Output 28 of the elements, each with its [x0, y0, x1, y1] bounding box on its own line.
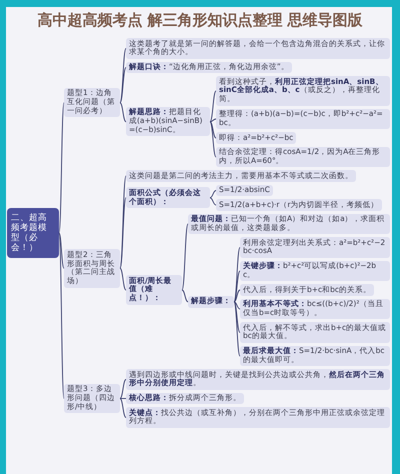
connector-line [234, 290, 240, 302]
connector-line [234, 301, 240, 333]
connector-line [210, 121, 216, 158]
connector-line [120, 268, 126, 290]
connector-line [234, 301, 240, 310]
central-topic: 二、超高频考题模型（必会！） [7, 208, 59, 258]
connector-line [120, 398, 126, 399]
title: 高中超高频考点 解三角形知识点整理 思维导图版 [36, 11, 364, 30]
connector-line [234, 301, 240, 356]
connector-line [182, 290, 188, 302]
connector-line [58, 102, 64, 234]
connector-line [210, 90, 216, 122]
connector-line [234, 270, 240, 302]
connector-line [210, 121, 216, 138]
connector-line [58, 232, 64, 269]
connector-line [120, 197, 126, 269]
connector-line [120, 379, 126, 399]
connector-line [210, 197, 216, 206]
connector-line [234, 247, 240, 302]
connector-line [210, 118, 216, 122]
connector-line [120, 398, 126, 418]
connector-line [120, 48, 126, 104]
connector-line [58, 232, 64, 399]
connector-line [210, 190, 216, 198]
connector-line [120, 176, 126, 269]
connector-line [120, 102, 126, 122]
connector-line [120, 67, 126, 104]
connector-line [182, 224, 188, 290]
